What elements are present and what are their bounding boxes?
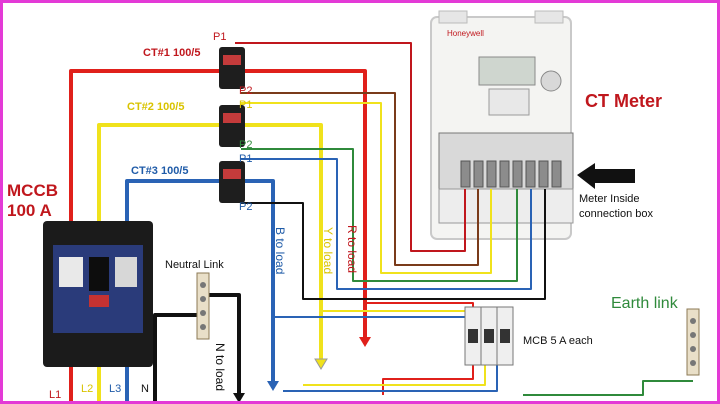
ct1-label: CT#1 100/5 bbox=[143, 47, 201, 59]
blue-phase-line bbox=[125, 179, 275, 385]
earth-wire bbox=[523, 380, 693, 396]
neutral-link-label: Neutral Link bbox=[165, 259, 224, 271]
ct2-p2-label: P2 bbox=[239, 139, 253, 151]
ct1-transformer bbox=[219, 47, 245, 89]
ct2-p1-label: P1 bbox=[239, 99, 253, 111]
mcb-breakers bbox=[464, 306, 514, 366]
meter-brand: Honeywell bbox=[447, 29, 484, 38]
ct2-transformer bbox=[219, 105, 245, 147]
meter-inside-line1: Meter Inside bbox=[579, 193, 640, 205]
n-to-load-label: N to load bbox=[213, 343, 227, 392]
mcb-out-blue bbox=[283, 365, 498, 392]
mcb-out-yellow bbox=[303, 365, 486, 386]
y-to-load-label: Y to load bbox=[321, 227, 335, 275]
yellow-phase-line bbox=[97, 123, 323, 363]
red-phase-line bbox=[69, 69, 367, 341]
ct1-p2-wire bbox=[241, 92, 479, 266]
earth-link-label: Earth link bbox=[611, 295, 678, 312]
neutral-to-load bbox=[203, 293, 241, 399]
mccb-label-line1: MCCB bbox=[7, 181, 58, 200]
ct-meter bbox=[430, 10, 574, 240]
n-label: N bbox=[141, 383, 149, 395]
ct1-p1-wire bbox=[235, 42, 466, 252]
earth-link-bar bbox=[686, 308, 700, 376]
ct3-p2-wire bbox=[241, 189, 546, 300]
ct3-label: CT#3 100/5 bbox=[131, 165, 189, 177]
ct-meter-title: CT Meter bbox=[585, 91, 663, 111]
l1-label: L1 bbox=[49, 389, 62, 401]
r-load-arrow bbox=[359, 337, 371, 347]
neutral-link-bar bbox=[196, 272, 210, 340]
mcb-label: MCB 5 A each bbox=[523, 335, 593, 347]
ct1-p2-label: P2 bbox=[239, 85, 253, 97]
mcb-out-red bbox=[382, 365, 474, 395]
ct2-label: CT#2 100/5 bbox=[127, 101, 185, 113]
ct3-p1-label: P1 bbox=[239, 153, 253, 165]
meter-inside-line2: connection box bbox=[579, 208, 653, 220]
b-load-arrow bbox=[267, 381, 279, 391]
wiring-canvas bbox=[43, 10, 700, 401]
ct2-p1-wire bbox=[241, 102, 492, 274]
mccb-label-line2: 100 A bbox=[7, 201, 52, 220]
r-to-load-label: R to load bbox=[345, 225, 359, 274]
l3-label: L3 bbox=[109, 383, 122, 395]
l2-label: L2 bbox=[81, 383, 94, 395]
y-load-arrow bbox=[314, 358, 328, 370]
n-load-arrow bbox=[233, 393, 245, 401]
ct1-p1-label: P1 bbox=[213, 31, 227, 43]
ct2-p2-wire bbox=[241, 148, 518, 282]
arrow-icon bbox=[577, 163, 635, 189]
b-to-load-label: B to load bbox=[273, 227, 287, 275]
meter-terminal-block bbox=[460, 160, 562, 188]
incoming-n bbox=[153, 313, 203, 401]
ct3-p2-label: P2 bbox=[239, 201, 253, 213]
mccb-breaker bbox=[43, 221, 153, 367]
ct3-p1-wire bbox=[241, 158, 532, 290]
ct3-transformer bbox=[219, 161, 245, 203]
mcb-blue-feed bbox=[273, 316, 498, 319]
